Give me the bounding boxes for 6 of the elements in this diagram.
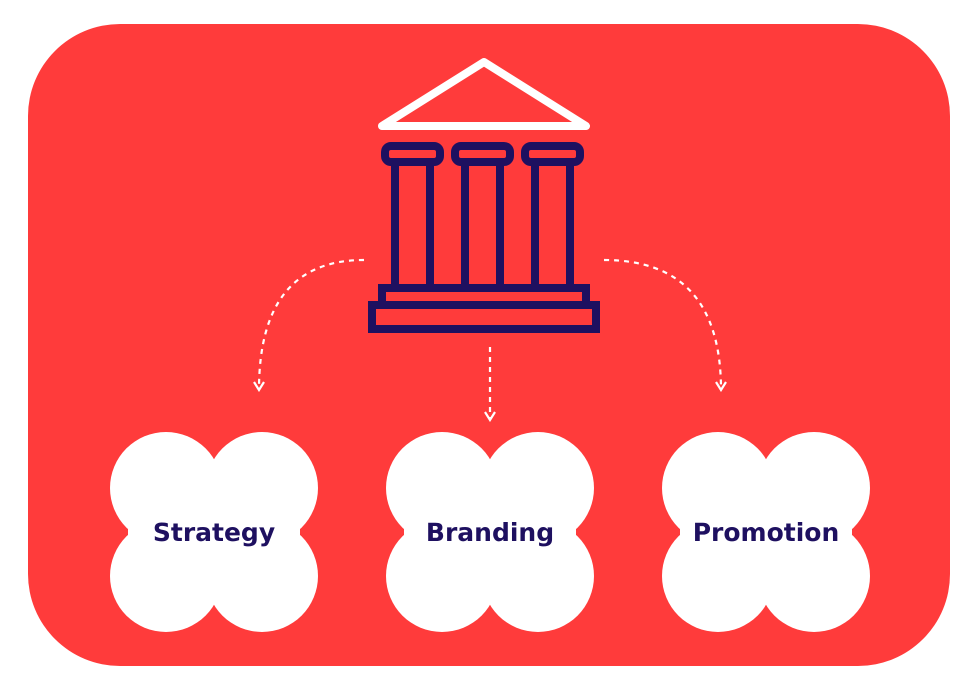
node-label: Branding: [426, 518, 554, 546]
dashed-arrow: [484, 347, 496, 422]
dashed-arrow: [604, 258, 727, 392]
node-label: Strategy: [152, 518, 276, 546]
dashed-arrow: [253, 258, 364, 392]
node-label: Promotion: [692, 518, 840, 546]
